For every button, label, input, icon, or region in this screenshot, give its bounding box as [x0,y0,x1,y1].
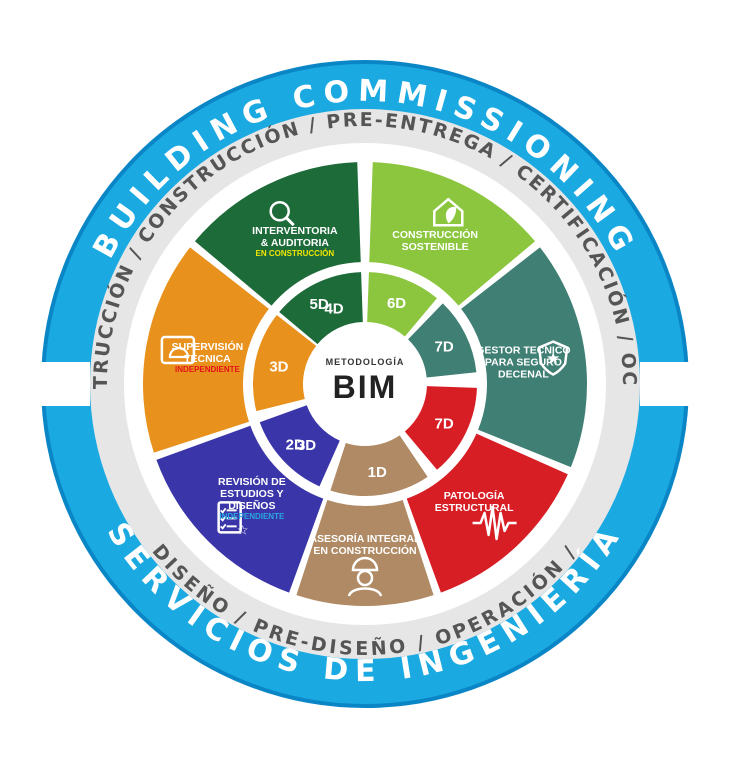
segment-interventoria-shape[interactable] [194,162,361,306]
segment-interventoria-title: & AUDITORIA [261,237,330,249]
helmet-icon [160,335,196,365]
segment-sostenible-title: SOSTENIBLE [402,241,469,253]
segment-supervision-title: TÉCNICA [184,352,231,365]
segment-gestor-title: PARA SEGURO [485,357,562,369]
segment-supervision-shape[interactable] [143,247,269,453]
dimension-label: 4D [324,301,343,318]
dimension-supervision: 3D [253,315,317,412]
segment-revision-sub: INDEPENDIENTE [219,512,285,521]
dimension-gestor: 7D [408,303,477,378]
ring-gap-right [640,362,700,406]
svg-text:★: ★ [546,349,560,368]
dimension-label: 5D [310,296,329,313]
segment-sostenible-shape[interactable] [369,162,536,306]
svg-text:☆: ☆ [237,523,249,538]
center-small-label: METODOLOGÍA [326,357,405,367]
phase-ring [90,109,640,659]
dimension-label: 3D [269,359,288,376]
dimension-label: 1D [368,464,387,481]
center-circle [307,326,423,442]
dimension-label: 7D [435,416,454,433]
segment-patologia-title: PATOLOGÍA [444,489,505,502]
eco-house-icon [433,197,464,227]
segment-revision-title: REVISIÓN DE [218,475,286,488]
shield-star-icon: ★ [537,340,569,376]
ring-gap-left [30,362,90,406]
segment-supervision-sub: INDEPENDIENTE [175,365,241,374]
worker-icon [347,556,383,597]
segment-asesoria-title: EN CONSTRUCCIÓN [313,544,416,557]
segment-gestor-title: GESTOR TECNICO [476,345,570,357]
segment-patologia-title: ESTRUCTURAL [435,502,514,514]
dimension-label: 2D [286,437,305,454]
segment-revision-title: DISEÑOS [228,499,275,512]
dimension-label: 6D [387,295,406,312]
dimension-sostenible: 6D [367,272,437,337]
dimension-patologia: 7D [404,386,477,470]
checklist-icon: ☆ [217,501,249,538]
dimension-label: 3D [297,437,316,454]
segment-asesoria-title: ASESORÍA INTEGRAL [309,532,421,545]
segment-gestor-shape[interactable] [461,247,588,468]
center-bim-label: BIM [333,369,398,405]
waveform-icon [472,505,517,541]
segment-sostenible-title: CONSTRUCCIÓN [392,228,478,241]
dimension-asesoria: 1D [330,435,428,496]
segment-gestor-title: DECENAL [498,369,549,381]
segment-supervision-title: SUPERVISIÓN [172,340,244,353]
segment-interventoria-title: INTERVENTORIA [252,225,338,237]
magnifier-icon [269,200,295,227]
segment-interventoria-sub: EN CONSTRUCCIÓN [256,249,335,258]
segment-asesoria-shape[interactable] [296,500,434,606]
dimension-label: 7D [435,338,454,355]
segment-patologia-shape[interactable] [406,433,568,593]
segment-revision-title: ESTUDIOS Y [220,488,283,500]
